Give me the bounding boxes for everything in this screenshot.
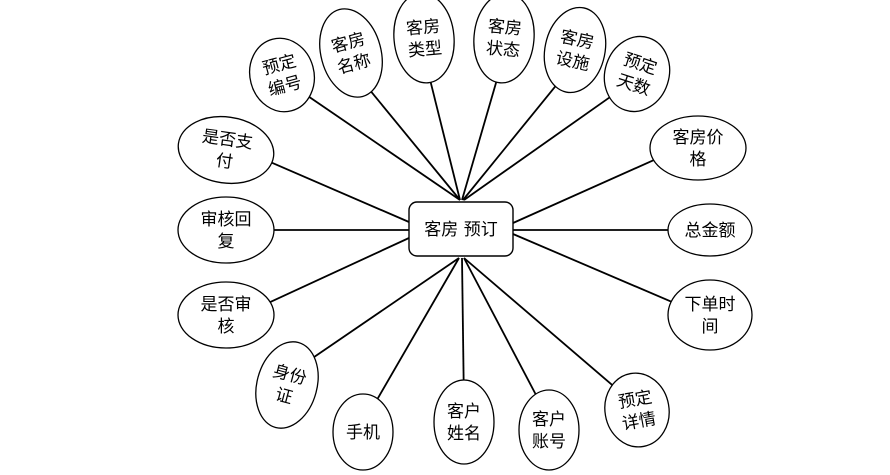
edge-is-paid (269, 161, 410, 223)
attribute-ellipse (319, 8, 383, 98)
edge-booking-days (463, 95, 613, 201)
edge-room-price (512, 158, 655, 224)
edge-room-type (429, 80, 461, 201)
attribute-ellipse (177, 281, 275, 349)
attribute-ellipse (603, 35, 671, 113)
edges (268, 80, 673, 400)
attribute-ellipse (604, 372, 670, 448)
attribute-ellipse (332, 393, 394, 471)
edge-room-facilities (462, 83, 559, 201)
edge-room-status (461, 80, 498, 201)
attribute-label: 复 (218, 232, 235, 252)
attribute-label: 客房 (487, 17, 523, 40)
attribute-ellipse (667, 203, 753, 257)
attribute-label: 客房 (405, 17, 441, 40)
attribute-label: 证 (273, 385, 295, 409)
attribute-ellipse (177, 115, 275, 185)
attribute-label: 账号 (532, 432, 566, 452)
edge-phone (376, 257, 460, 400)
attribute-label: 客户 (447, 402, 481, 422)
attribute-phone: 手机 (332, 393, 394, 471)
attribute-label: 客户 (532, 410, 566, 430)
edge-customer-account (463, 257, 537, 396)
edge-booking-number (307, 95, 461, 201)
attribute-ellipse (393, 0, 455, 84)
edge-customer-name (461, 257, 465, 381)
edge-order-time (512, 233, 673, 303)
entity-box (408, 201, 514, 257)
attribute-ellipse (255, 341, 319, 429)
edge-id-card (310, 257, 460, 361)
attribute-ellipse (433, 379, 495, 465)
attribute-ellipse (518, 389, 580, 471)
attribute-ellipse (543, 6, 607, 94)
edge-booking-details (463, 257, 615, 387)
attributes: 预定编号客房名称客房类型客房状态客房设施预定天数客房价格总金额下单时间预定详情客… (177, 0, 753, 471)
entity-room-booking: 客房 预订 (408, 201, 514, 257)
attribute-ellipse (649, 115, 747, 181)
attribute-label: 姓名 (447, 424, 481, 444)
attribute-label: 下单时 (685, 295, 736, 315)
edge-is-reviewed (268, 237, 410, 304)
attribute-label: 审核回 (201, 210, 252, 230)
attribute-label: 状态 (485, 39, 521, 62)
attribute-label: 格 (690, 150, 707, 170)
attribute-label: 间 (702, 317, 719, 337)
attribute-label: 类型 (407, 39, 443, 62)
attribute-id-card: 身份证 (255, 341, 319, 429)
attribute-label: 是否审 (201, 295, 252, 315)
attribute-ellipse (667, 279, 753, 351)
attribute-total-amount: 总金额 (667, 203, 753, 257)
attribute-label: 手机 (346, 423, 380, 443)
attribute-label: 总金额 (685, 221, 736, 241)
attribute-ellipse (248, 37, 316, 113)
attribute-ellipse (177, 196, 275, 264)
entity-label: 客房 预订 (424, 220, 497, 240)
edge-room-name (367, 87, 461, 201)
attribute-label: 客房价 (673, 128, 724, 148)
attribute-label: 核 (218, 317, 235, 337)
attribute-ellipse (473, 0, 535, 84)
attribute-label: 付 (215, 151, 235, 173)
